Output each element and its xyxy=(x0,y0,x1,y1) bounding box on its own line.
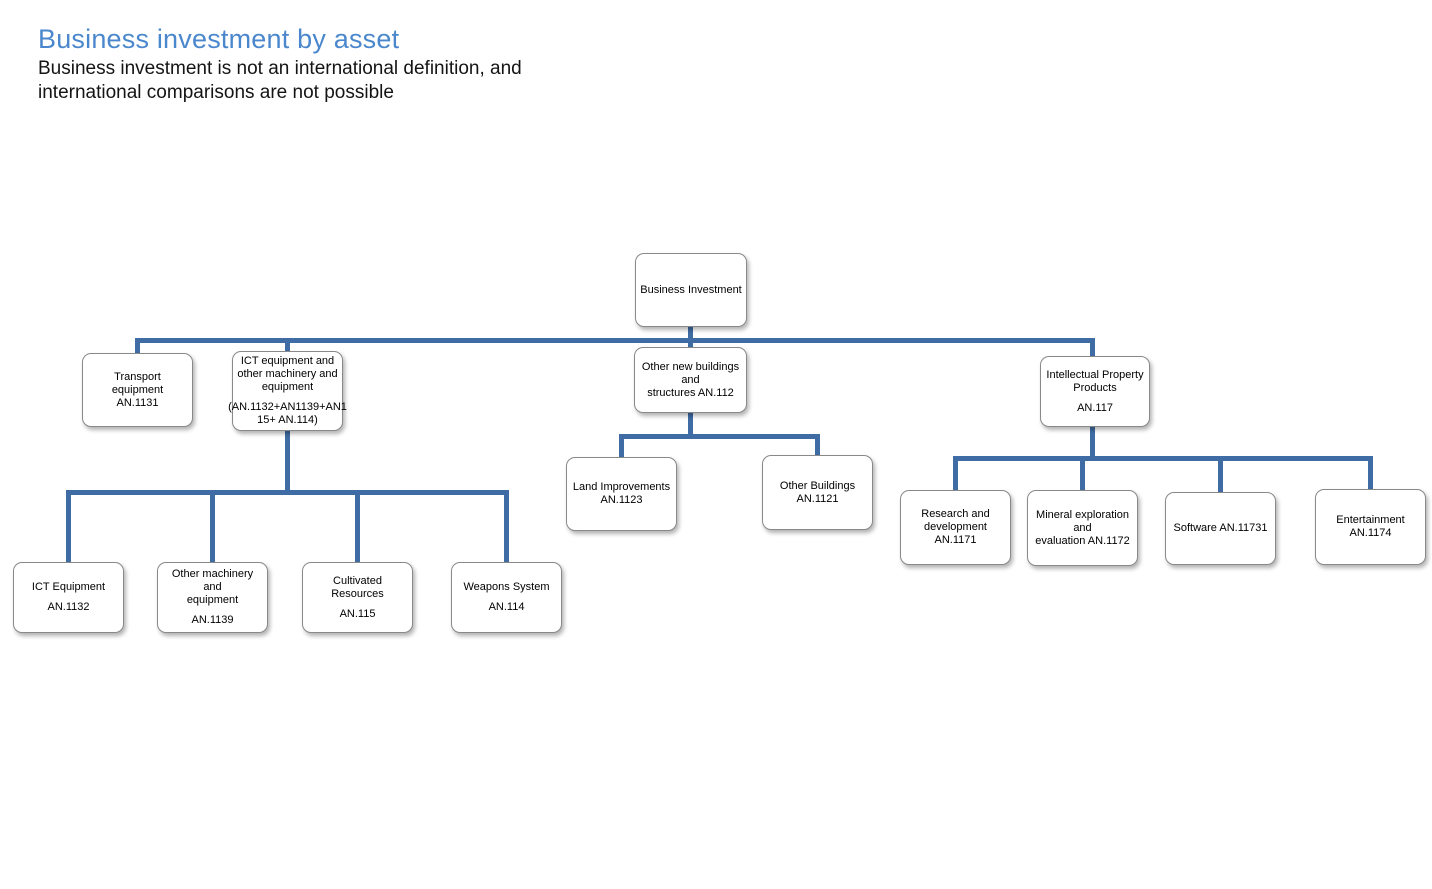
node-mineral-exploration: Mineral exploration and evaluation AN.11… xyxy=(1027,490,1138,566)
node-transport-equipment: Transport equipment AN.1131 xyxy=(82,353,193,427)
connector-drop-software xyxy=(1218,456,1223,493)
connector-ict-rail xyxy=(66,490,509,495)
connector-drop-weapons xyxy=(504,490,509,563)
page-title: Business investment by asset xyxy=(38,24,400,54)
node-other-buildings: Other Buildings AN.1121 xyxy=(762,455,873,530)
node-other-new-buildings: Other new buildings and structures AN.11… xyxy=(634,347,747,413)
connector-drop-ict-equipment xyxy=(66,490,71,563)
node-business-investment: Business Investment xyxy=(635,253,747,327)
connector-ipp-rail xyxy=(953,456,1373,461)
connector-ict-stem xyxy=(285,431,290,495)
node-ict-equipment-group: ICT equipment and other machinery and eq… xyxy=(228,351,347,431)
node-research-development: Research and development AN.1171 xyxy=(900,490,1011,565)
node-software: Software AN.11731 xyxy=(1165,492,1276,565)
connector-drop-other-new-buildings xyxy=(688,338,693,348)
connector-drop-mineral xyxy=(1080,456,1085,491)
node-land-improvements: Land Improvements AN.1123 xyxy=(566,457,677,531)
connector-drop-research xyxy=(953,456,958,491)
connector-drop-other-buildings xyxy=(815,434,820,456)
page-subtitle: Business investment is not an internatio… xyxy=(38,58,522,103)
connector-buildings-stem xyxy=(688,413,693,439)
connector-drop-ict-group xyxy=(285,338,290,352)
connector-root-stem xyxy=(688,327,693,343)
connector-buildings-rail xyxy=(619,434,820,439)
connector-drop-ipp xyxy=(1090,338,1095,357)
connector-drop-transport xyxy=(135,338,140,354)
connector-level2-rail xyxy=(135,338,1095,343)
connector-drop-other-machinery xyxy=(210,490,215,563)
connector-drop-cultivated xyxy=(355,490,360,563)
connector-drop-entertainment xyxy=(1368,456,1373,490)
connector-drop-land-improvements xyxy=(619,434,624,458)
connector-ipp-stem xyxy=(1090,427,1095,461)
node-entertainment: Entertainment AN.1174 xyxy=(1315,489,1426,565)
